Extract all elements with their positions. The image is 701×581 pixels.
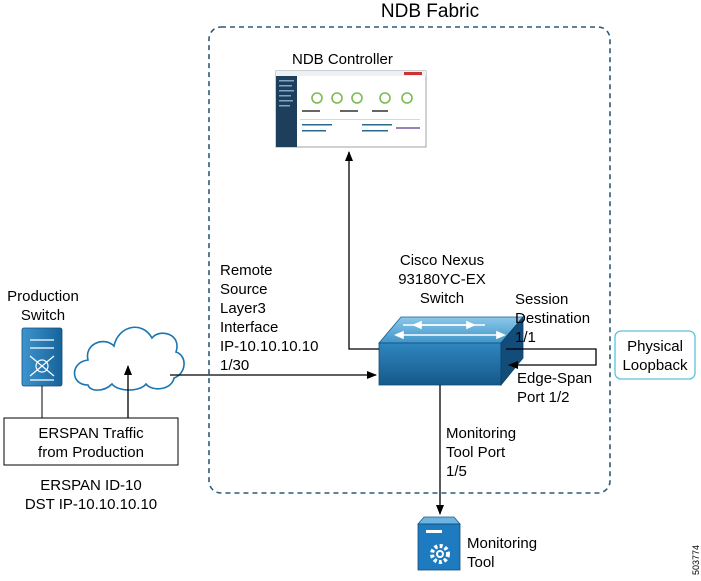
remote-source-line: Interface xyxy=(220,319,279,336)
remote-source-line: Layer3 xyxy=(220,300,266,317)
monitoring-tool-label: Monitoring Tool xyxy=(467,534,537,572)
session-destination-label: Session Destination 1/1 xyxy=(515,290,590,347)
nexus-switch-label-line: Cisco Nexus xyxy=(399,252,485,269)
monitoring-tool-line: Monitoring xyxy=(467,535,538,552)
monitoring-port-label: Monitoring Tool Port 1/5 xyxy=(446,424,516,481)
ndb-fabric-boundary xyxy=(208,26,611,494)
physical-loopback-box xyxy=(614,330,696,380)
nexus-switch-label-line: 93180YC-EX xyxy=(398,271,486,288)
edge-span-label: Edge-Span Port 1/2 xyxy=(517,369,592,407)
production-switch-label-line: Switch xyxy=(20,307,66,324)
erspan-traffic-label: ERSPAN Traffic from Production xyxy=(4,424,178,462)
physical-loopback-label: Physical Loopback xyxy=(615,337,695,375)
monitoring-port-line: Monitoring xyxy=(446,425,517,442)
erspan-info-label: ERSPAN ID-10 DST IP-10.10.10.10 xyxy=(4,476,178,514)
remote-source-label: Remote Source Layer3 Interface IP-10.10.… xyxy=(220,261,318,375)
ndb-controller-label: NDB Controller xyxy=(292,51,393,68)
erspan-info-line: ERSPAN ID-10 xyxy=(40,477,142,494)
erspan-traffic-box xyxy=(3,417,179,466)
remote-source-line: Source xyxy=(220,281,268,298)
erspan-traffic-label-line: ERSPAN Traffic xyxy=(38,425,144,442)
nexus-switch-label-line: Switch xyxy=(419,290,465,307)
physical-loopback-line: Physical xyxy=(627,338,683,355)
monitoring-tool-line: Tool xyxy=(467,554,495,571)
remote-source-line: IP-10.10.10.10 xyxy=(220,338,319,355)
erspan-info-line: DST IP-10.10.10.10 xyxy=(24,496,158,513)
remote-source-line: Remote xyxy=(220,262,273,279)
ndb-controller-screenshot xyxy=(275,70,427,148)
figure-id: 503774 xyxy=(691,545,701,576)
production-switch-label: Production Switch xyxy=(0,287,86,325)
edge-span-line: Port 1/2 xyxy=(517,389,570,406)
production-switch-label-line: Production xyxy=(7,288,79,305)
session-destination-line: Session xyxy=(515,291,569,308)
erspan-traffic-label-line: from Production xyxy=(38,444,144,461)
nexus-switch-icon xyxy=(378,315,524,387)
session-destination-line: Destination xyxy=(515,310,591,327)
monitoring-port-line: Tool Port xyxy=(446,444,506,461)
ndb-fabric-title: NDB Fabric xyxy=(380,1,480,22)
network-cloud-icon xyxy=(73,326,185,391)
remote-source-line: 1/30 xyxy=(220,357,250,374)
nexus-switch-label: Cisco Nexus 93180YC-EX Switch xyxy=(388,251,496,308)
monitoring-port-line: 1/5 xyxy=(446,463,467,480)
production-switch-icon xyxy=(21,327,63,387)
physical-loopback-line: Loopback xyxy=(622,357,688,374)
session-destination-line: 1/1 xyxy=(515,329,536,346)
monitoring-tool-icon xyxy=(417,516,461,571)
edge-span-line: Edge-Span xyxy=(517,370,593,387)
